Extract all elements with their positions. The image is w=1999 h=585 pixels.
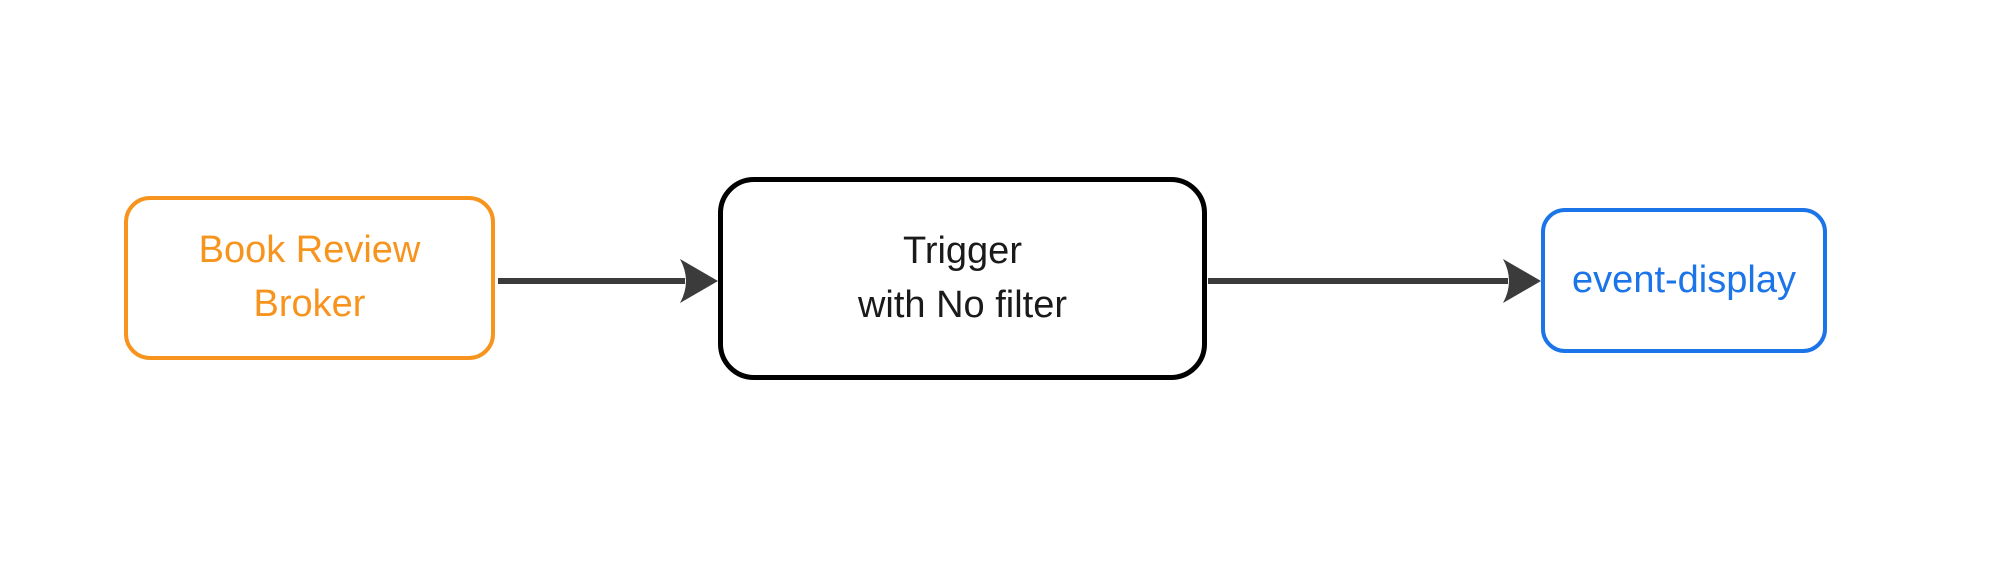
- node-trigger-label-line1: Trigger: [903, 229, 1022, 272]
- node-event-display-label: event-display: [1572, 258, 1796, 301]
- node-book-review-broker-label-line1: Book Review: [198, 229, 421, 272]
- arrowhead-icon: [1503, 259, 1541, 303]
- edge-trigger-to-sink: [1208, 259, 1541, 303]
- node-trigger-label-line2: with No filter: [857, 283, 1068, 326]
- node-event-display: event-display: [1541, 208, 1827, 353]
- node-trigger-with-no-filter: Trigger with No filter: [718, 177, 1207, 380]
- arrowhead-icon: [680, 259, 718, 303]
- node-book-review-broker: Book Review Broker: [124, 196, 495, 360]
- node-book-review-broker-label-line2: Broker: [253, 283, 366, 325]
- edge-broker-to-trigger: [498, 259, 718, 303]
